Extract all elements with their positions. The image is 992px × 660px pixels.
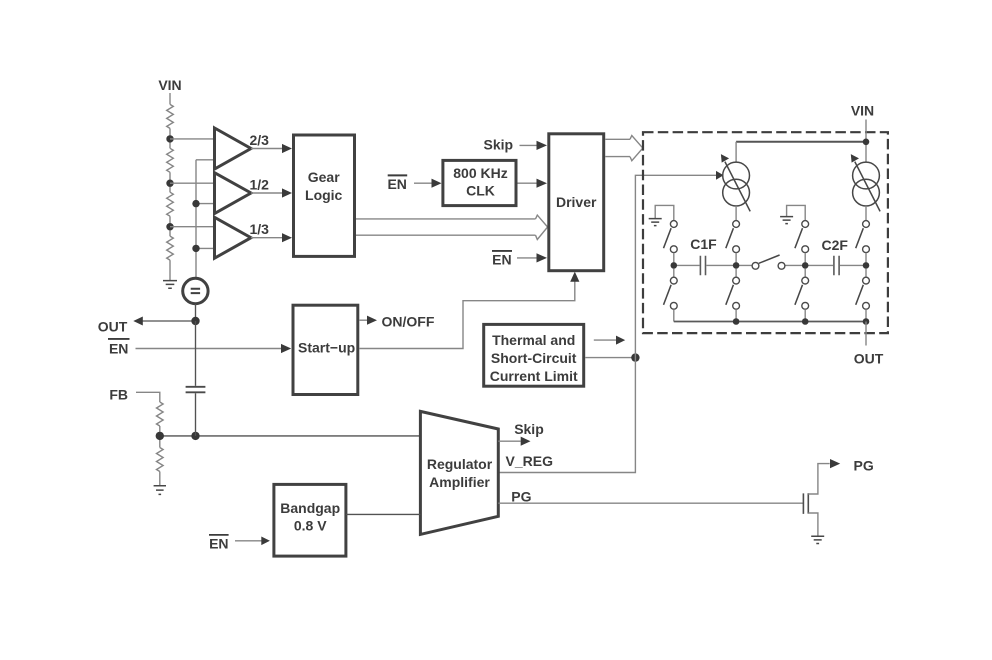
svg-text:1/3: 1/3	[250, 221, 270, 237]
svg-text:FB: FB	[109, 386, 128, 402]
svg-text:EN: EN	[209, 535, 228, 551]
svg-text:C1F: C1F	[690, 236, 717, 252]
svg-text:EN: EN	[492, 252, 511, 268]
svg-text:PG: PG	[854, 458, 874, 474]
svg-text:Start−up: Start−up	[298, 340, 355, 356]
svg-text:Driver: Driver	[556, 194, 597, 210]
svg-text:CLK: CLK	[466, 183, 495, 199]
svg-text:Bandgap: Bandgap	[280, 500, 340, 516]
svg-text:Gear: Gear	[308, 169, 340, 185]
svg-text:Short-Circuit: Short-Circuit	[491, 350, 577, 366]
svg-text:800 KHz: 800 KHz	[453, 165, 507, 181]
svg-text:EN: EN	[109, 340, 128, 356]
svg-text:1/2: 1/2	[250, 177, 270, 193]
svg-text:OUT: OUT	[854, 350, 884, 366]
svg-text:Logic: Logic	[305, 187, 343, 203]
svg-text:EN: EN	[387, 176, 406, 192]
svg-text:V_REG: V_REG	[506, 453, 554, 469]
svg-text:Amplifier: Amplifier	[429, 474, 490, 490]
svg-text:2/3: 2/3	[250, 132, 270, 148]
svg-text:Skip: Skip	[484, 136, 514, 152]
svg-text:Current Limit: Current Limit	[490, 368, 578, 384]
svg-text:ON/OFF: ON/OFF	[382, 314, 435, 330]
svg-text:0.8 V: 0.8 V	[294, 517, 327, 533]
svg-text:Thermal and: Thermal and	[492, 332, 575, 348]
svg-text:Skip: Skip	[514, 421, 544, 437]
svg-text:VIN: VIN	[158, 77, 181, 93]
svg-text:PG: PG	[511, 488, 531, 504]
svg-text:Regulator: Regulator	[427, 456, 493, 472]
svg-text:OUT: OUT	[98, 319, 128, 335]
svg-text:VIN: VIN	[851, 103, 874, 119]
svg-text:C2F: C2F	[821, 237, 848, 253]
